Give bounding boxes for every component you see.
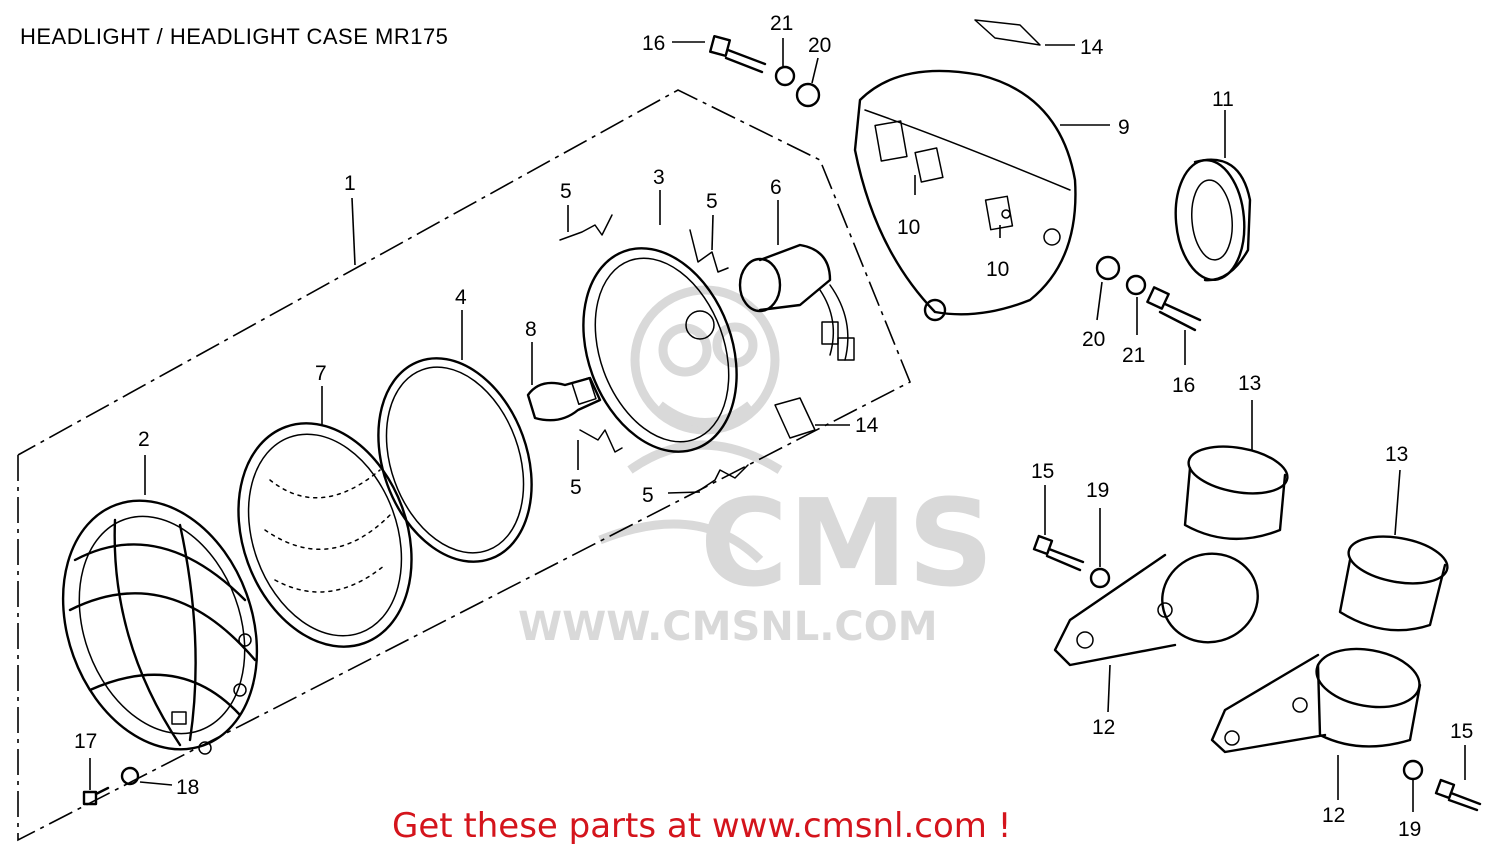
callout-3: 3: [653, 166, 665, 189]
callout-10: 10: [986, 258, 1009, 281]
part-lens: [237, 422, 413, 648]
part-washer-b: [1095, 255, 1121, 281]
callout-17: 17: [74, 730, 97, 753]
callout-7: 7: [315, 362, 327, 385]
callout-11: 11: [1212, 88, 1234, 111]
callout-5: 5: [642, 484, 654, 507]
callout-14: 14: [855, 414, 879, 437]
callout-16: 16: [1172, 374, 1195, 397]
part-mount-rubber-b: [1338, 535, 1449, 632]
part-bulb: [526, 376, 602, 422]
callout-12: 12: [1322, 804, 1345, 827]
part-spring-d: [699, 464, 749, 491]
callout-5: 5: [560, 180, 572, 203]
part-bolt-d: [1434, 778, 1482, 812]
part-nut-b: [1125, 274, 1147, 296]
part-clip-a: [914, 147, 944, 183]
part-seal-ring: [377, 357, 533, 563]
callout-16: 16: [642, 32, 665, 55]
part-washer-a: [795, 82, 821, 108]
part-bolt-c: [1032, 534, 1085, 572]
callout-12: 12: [1092, 716, 1115, 739]
part-spring-b: [689, 229, 729, 273]
callout-13: 13: [1238, 372, 1261, 395]
callout-19: 19: [1398, 818, 1421, 841]
callout-5: 5: [570, 476, 582, 499]
part-headlight-rim-guard: [61, 499, 259, 755]
part-mount-rubber-a: [1183, 445, 1289, 541]
callout-4: 4: [455, 286, 467, 309]
page-title: HEADLIGHT / HEADLIGHT CASE MR175: [20, 24, 449, 49]
part-washer-c: [1089, 567, 1111, 589]
callout-8: 8: [525, 318, 537, 341]
part-headlight-case: [853, 69, 1077, 322]
leader-lines: [89, 38, 1466, 812]
part-bracket-a: [1053, 552, 1259, 667]
callout-14: 14: [1080, 36, 1104, 59]
callout-20: 20: [808, 34, 831, 57]
part-grommet: [1174, 158, 1252, 282]
part-washer-d: [1402, 759, 1424, 781]
part-bracket-b: [1210, 647, 1422, 754]
callout-20: 20: [1082, 328, 1105, 351]
callout-9: 9: [1118, 116, 1130, 139]
watermark-logo-text: CMS: [700, 475, 994, 614]
part-sticker-b: [774, 397, 816, 439]
cmsnl-watermark: CMS WWW.CMSNL.COM: [518, 285, 994, 650]
callout-15: 15: [1031, 460, 1054, 483]
callout-6: 6: [770, 176, 782, 199]
part-reflector-unit: [582, 247, 738, 453]
part-screw: [82, 786, 110, 806]
callout-10: 10: [897, 216, 920, 239]
callout-5: 5: [706, 190, 718, 213]
part-spring-a: [559, 214, 613, 241]
watermark-url-text: WWW.CMSNL.COM: [518, 604, 938, 650]
callout-2: 2: [138, 428, 150, 451]
footer-link-text[interactable]: Get these parts at www.cmsnl.com !: [392, 806, 1012, 846]
callout-19: 19: [1086, 479, 1109, 502]
part-clip-b: [1001, 209, 1011, 219]
callout-18: 18: [176, 776, 199, 799]
part-bolt-b: [1146, 286, 1202, 332]
callout-21: 21: [1122, 344, 1145, 367]
part-socket: [738, 243, 855, 361]
part-spring-c: [579, 429, 623, 453]
part-sticker-a: [974, 19, 1041, 46]
part-nut-c: [120, 766, 140, 786]
callout-21: 21: [770, 12, 793, 35]
part-nut-a: [774, 65, 796, 87]
callout-1: 1: [344, 172, 356, 195]
callout-labels: 16 21 20 14 9 11 1 5 3 5 6 10 10 4 8 7 2…: [74, 12, 1473, 841]
callout-13: 13: [1385, 443, 1408, 466]
assembly-outline: [17, 89, 912, 842]
part-bolt-a: [709, 35, 767, 74]
callout-15: 15: [1450, 720, 1473, 743]
